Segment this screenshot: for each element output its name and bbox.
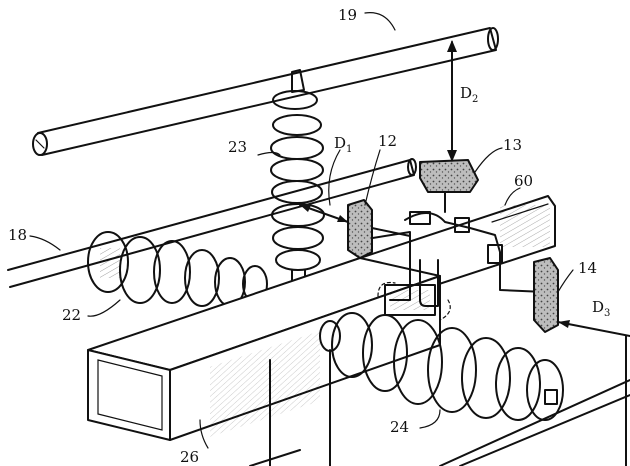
insulator-stack-24 [319, 312, 564, 421]
label-23: 23 [228, 138, 247, 156]
dimension-d1 [299, 149, 349, 223]
pad-13 [419, 159, 479, 213]
label-d1: D1 [334, 134, 352, 155]
support-lines [249, 349, 331, 466]
dimension-d3 [557, 320, 630, 466]
label-24: 24 [390, 418, 409, 436]
label-19: 19 [338, 6, 357, 24]
label-26: 26 [180, 448, 199, 466]
label-22: 22 [62, 306, 81, 324]
label-d2: D2 [460, 84, 478, 105]
rod-18 [7, 158, 417, 288]
pad-14 [533, 257, 559, 333]
insulator-stack-22 [87, 231, 268, 307]
pad-12 [347, 199, 411, 259]
upper-rod-19 [32, 27, 499, 156]
label-18: 18 [8, 226, 27, 244]
label-12: 12 [378, 132, 397, 150]
square-tube-26 [87, 257, 441, 441]
label-d3: D3 [592, 298, 610, 319]
dimension-d2 [447, 40, 457, 162]
front-rail [439, 379, 630, 466]
insulator-stack-23 [270, 69, 325, 295]
clamp-assembly-60 [359, 211, 546, 321]
leader-lines [29, 12, 574, 449]
label-14: 14 [578, 259, 597, 277]
label-60: 60 [514, 172, 533, 190]
label-13: 13 [503, 136, 522, 154]
reference-labels: 19 23 12 13 60 18 14 22 24 26 D1 D2 D3 [8, 6, 610, 466]
rear-frame [359, 195, 556, 311]
